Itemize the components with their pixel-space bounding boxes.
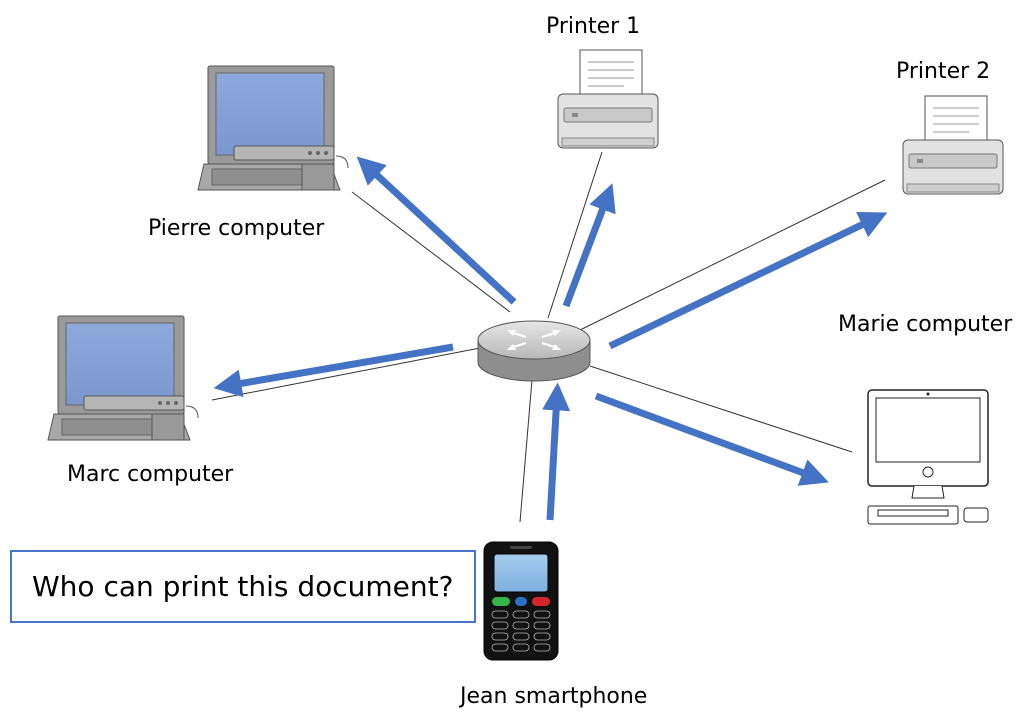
pierre-computer-label: Pierre computer xyxy=(148,216,325,241)
smartphone-icon xyxy=(483,541,559,661)
link-marie xyxy=(589,365,853,453)
link-jean xyxy=(519,379,533,523)
arrow-from-jean xyxy=(542,382,571,521)
jean-smartphone-label: Jean smartphone xyxy=(460,684,648,709)
question-callout: Who can print this document? xyxy=(10,550,476,623)
arrow-to-pierre xyxy=(356,156,517,305)
arrow-to-printer1 xyxy=(562,183,616,308)
link-lines xyxy=(211,151,886,523)
link-printer2 xyxy=(579,179,886,331)
arrow-to-printer2 xyxy=(608,212,888,350)
printer1-icon xyxy=(557,49,659,149)
arrow-to-marc xyxy=(213,343,454,398)
marc-computer-label: Marc computer xyxy=(67,462,234,487)
broadcast-arrows xyxy=(213,156,888,521)
link-printer1 xyxy=(547,151,603,319)
link-marc xyxy=(211,347,481,401)
marie-computer-label: Marie computer xyxy=(838,312,1013,337)
marie-computer-icon xyxy=(867,389,989,525)
marc-computer-icon xyxy=(47,315,199,441)
router-icon xyxy=(477,320,591,382)
question-text: Who can print this document? xyxy=(32,570,454,603)
printer2-icon xyxy=(902,95,1004,195)
arrow-to-marie xyxy=(594,392,829,486)
printer1-label: Printer 1 xyxy=(546,14,641,39)
link-pierre xyxy=(351,191,511,313)
printer2-label: Printer 2 xyxy=(896,59,991,84)
pierre-computer-icon xyxy=(197,65,349,191)
